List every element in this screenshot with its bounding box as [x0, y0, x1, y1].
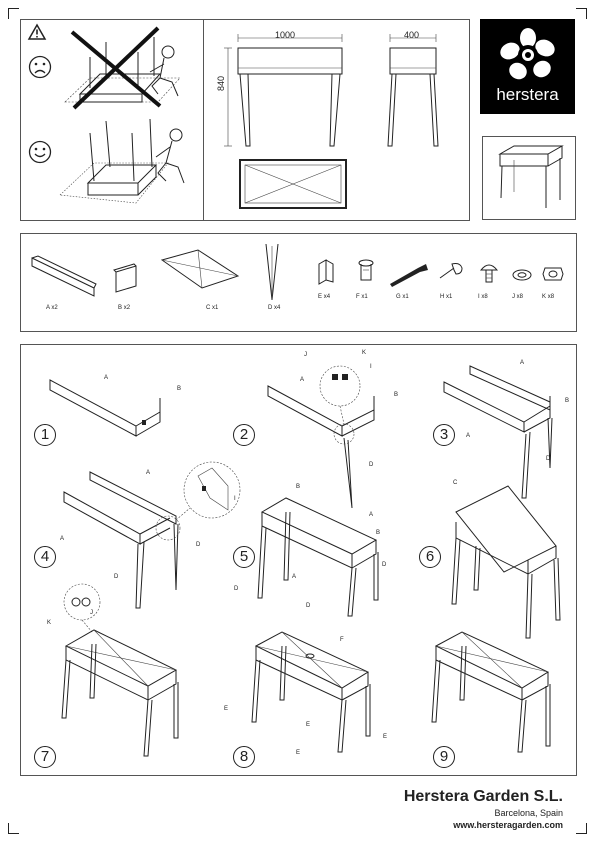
step-7-drawing [61, 583, 179, 757]
step-2-label-i: I [370, 364, 372, 370]
crop-mark-bottom-left [8, 823, 19, 834]
step-2-drawing [267, 365, 375, 509]
step-8-label-e-center: E [306, 722, 311, 728]
flower-logo-icon [500, 28, 555, 80]
step-number-4: 4 [34, 546, 56, 568]
crop-mark-bottom-right [576, 823, 587, 834]
part-label-b: B x2 [118, 305, 131, 311]
width-dimension: 1000 [275, 30, 296, 40]
step-3-label-d: D [546, 456, 551, 462]
step-2-label-d: D [369, 462, 374, 468]
step-2-label-j: J [304, 352, 307, 358]
step-3-drawing [443, 365, 553, 499]
step-2-label-a: A [300, 377, 305, 383]
wrong-assembly-illustration [64, 26, 181, 110]
part-label-c: C x1 [206, 305, 219, 311]
part-label-e: E x4 [318, 294, 331, 300]
height-dimension: 840 [216, 75, 227, 92]
dimensions-panel [203, 19, 470, 221]
part-j-drawing [512, 269, 532, 281]
step-number-9: 9 [433, 746, 455, 768]
step-number-3: 3 [433, 424, 455, 446]
part-c-drawing [160, 249, 240, 289]
step-7-label-j: J [90, 610, 93, 616]
step-5-label-d-right: D [382, 562, 387, 568]
step-3-label-a-front: A [466, 433, 471, 439]
brand-logo: herstera [480, 19, 575, 114]
parts-list-panel [20, 233, 577, 332]
step-number-1: 1 [34, 424, 56, 446]
part-label-k: K x8 [542, 294, 555, 300]
part-a-drawing [31, 255, 97, 297]
step-number-8: 8 [233, 746, 255, 768]
step-9-drawing [431, 631, 551, 753]
part-label-d: D x4 [268, 305, 281, 311]
step-number-2: 2 [233, 424, 255, 446]
side-view-drawing [387, 34, 439, 147]
step-5-label-d-front: D [306, 603, 311, 609]
part-i-drawing [479, 264, 499, 283]
step-8-drawing [251, 631, 371, 753]
crop-mark-top-right [576, 8, 587, 19]
part-g-drawing [390, 264, 428, 287]
step-5-drawing [257, 497, 379, 617]
step-8-label-e-front: E [296, 750, 301, 756]
part-f-drawing [358, 259, 374, 281]
step-4-label-d-left: D [114, 574, 119, 580]
top-view-drawing [239, 159, 347, 209]
step-number-5: 5 [233, 546, 255, 568]
step-4-label-i: I [234, 496, 236, 502]
step-1-label-b: B [177, 386, 182, 392]
step-5-label-b-right: B [376, 530, 381, 536]
assembly-steps-panel [20, 344, 577, 776]
step-1-drawing [49, 379, 161, 437]
step-4-label-d-right: D [196, 542, 201, 548]
part-label-a: A x2 [46, 305, 58, 311]
part-label-i: I x8 [478, 294, 488, 300]
step-5-label-a-back: A [369, 512, 374, 518]
step-4-label-a-front: A [60, 536, 65, 542]
part-e-drawing [318, 259, 334, 285]
front-view-drawing [224, 34, 343, 147]
step-4-drawing [63, 461, 241, 609]
part-h-drawing [439, 263, 463, 279]
step-6-drawing [451, 485, 561, 639]
company-name: Herstera Garden S.L. [403, 788, 563, 805]
step-2-label-b: B [394, 392, 399, 398]
product-thumbnail [498, 145, 564, 208]
part-d-drawing [265, 243, 279, 301]
step-3-label-a-top: A [520, 360, 525, 366]
step-8-label-e-right: E [383, 734, 388, 740]
step-5-label-b-top: B [296, 484, 301, 490]
crop-mark-top-left [8, 8, 19, 19]
part-label-j: J x8 [512, 294, 524, 300]
correct-assembly-illustration [59, 118, 185, 204]
step-8-label-f: F [340, 637, 344, 643]
step-5-label-a-front: A [292, 574, 297, 580]
part-label-f: F x1 [356, 294, 368, 300]
brand-name: herstera [496, 85, 559, 104]
step-3-label-b: B [565, 398, 570, 404]
product-thumbnail-panel [482, 136, 576, 220]
step-6-label-c: C [453, 480, 458, 486]
company-city: Barcelona, Spain [494, 808, 563, 818]
step-7-label-k: K [47, 620, 52, 626]
step-5-label-d-left: D [234, 586, 239, 592]
sad-face-icon [28, 55, 52, 79]
step-number-6: 6 [419, 546, 441, 568]
depth-dimension: 400 [404, 30, 420, 40]
warning-icon [27, 23, 47, 40]
part-label-g: G x1 [396, 294, 409, 300]
step-number-7: 7 [34, 746, 56, 768]
part-label-h: H x1 [440, 294, 453, 300]
step-1-label-a: A [104, 375, 109, 381]
step-4-label-a-top: A [146, 470, 151, 476]
step-8-label-e-left: E [224, 706, 229, 712]
part-k-drawing [542, 267, 564, 281]
happy-face-icon [28, 140, 52, 164]
part-b-drawing [113, 263, 137, 293]
step-2-label-k: K [362, 350, 367, 356]
company-website[interactable]: www.hersteragarden.com [453, 820, 563, 830]
